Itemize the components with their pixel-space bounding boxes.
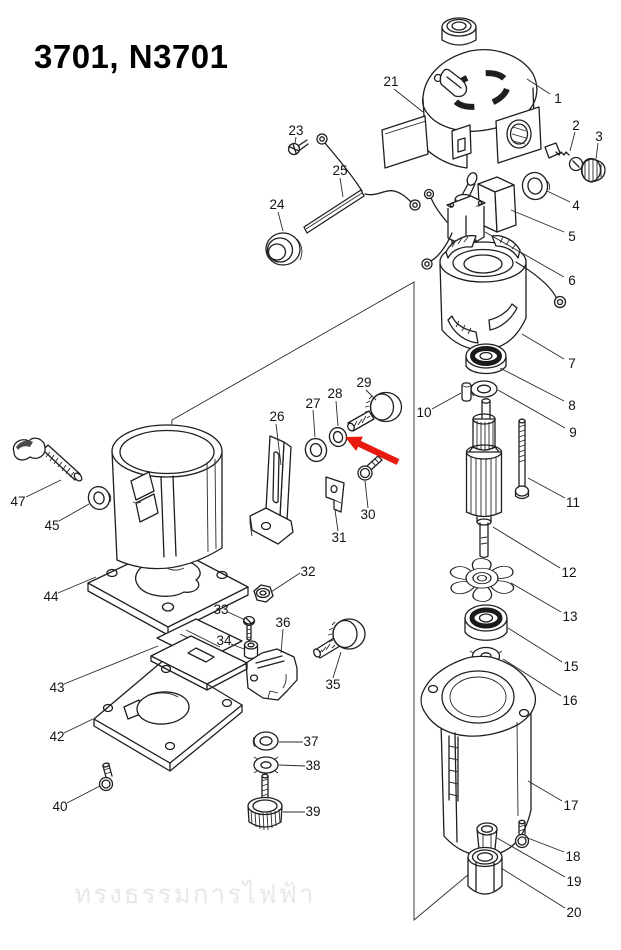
part-label-25: 25 xyxy=(332,163,347,178)
part-27-washer xyxy=(304,437,328,463)
part-label-19: 19 xyxy=(566,874,581,889)
part-label-4: 4 xyxy=(572,198,580,213)
part-label-17: 17 xyxy=(563,798,578,813)
part-32-nut xyxy=(253,584,274,603)
part-5-brush-holder xyxy=(477,176,517,233)
part-33-screw xyxy=(242,615,256,641)
part-28-wave-washer xyxy=(328,426,348,448)
part-10-pin xyxy=(461,382,472,402)
part-label-31: 31 xyxy=(331,530,346,545)
part-45-washer xyxy=(87,485,112,511)
part-18-screw xyxy=(514,819,530,849)
part-7-field xyxy=(439,234,567,351)
highlight-arrow xyxy=(345,436,400,465)
part-29-thumb-screw xyxy=(347,391,403,432)
part-25-cord-assembly xyxy=(303,133,453,270)
part-38-wave-washer xyxy=(253,756,279,774)
part-1-cap xyxy=(441,17,477,46)
part-label-13: 13 xyxy=(562,609,577,624)
part-42-base-protector xyxy=(93,658,243,772)
part-36-clamp xyxy=(245,648,298,701)
part-2-carbon-brush xyxy=(544,142,584,172)
part-43-straight-guide xyxy=(150,618,248,691)
part-label-42: 42 xyxy=(49,729,64,744)
part-label-1: 1 xyxy=(554,91,562,106)
part-24-cap xyxy=(265,232,303,266)
part-label-29: 29 xyxy=(356,375,371,390)
part-label-3: 3 xyxy=(595,129,603,144)
part-26-guide-holder xyxy=(249,435,294,545)
part-label-38: 38 xyxy=(305,758,320,773)
part-label-32: 32 xyxy=(300,564,315,579)
part-30-screw xyxy=(357,455,383,481)
part-label-7: 7 xyxy=(568,356,576,371)
part-11-screw xyxy=(514,418,530,500)
part-17-motor-housing-body xyxy=(420,655,537,857)
part-label-39: 39 xyxy=(305,804,320,819)
part-37-washer xyxy=(252,731,279,751)
part-13-fan xyxy=(449,558,515,602)
part-label-5: 5 xyxy=(568,229,576,244)
part-label-47: 47 xyxy=(10,494,25,509)
part-23-screw xyxy=(287,139,309,156)
part-47-wing-bolt xyxy=(12,437,83,482)
part-31-plate xyxy=(325,476,345,513)
part-labels: 1 2 3 4 5 6 7 8 9 10 11 12 13 15 16 17 1… xyxy=(10,74,602,920)
part-label-8: 8 xyxy=(568,398,576,413)
part-label-30: 30 xyxy=(360,507,375,522)
part-label-2: 2 xyxy=(572,118,580,133)
part-9-washer xyxy=(470,380,498,398)
part-12-armature xyxy=(465,398,503,559)
part-40-screw xyxy=(98,762,114,792)
part-39-thumb-screw xyxy=(247,773,283,831)
part-label-37: 37 xyxy=(303,734,318,749)
part-label-12: 12 xyxy=(561,565,576,580)
part-20-collet-nut xyxy=(467,846,503,895)
part-label-40: 40 xyxy=(52,799,67,814)
part-label-36: 36 xyxy=(275,615,290,630)
part-label-15: 15 xyxy=(563,659,578,674)
part-label-33: 33 xyxy=(213,602,228,617)
part-8-ball-bearing xyxy=(465,343,507,375)
page-title: 3701, N3701 xyxy=(34,38,229,75)
part-21-name-plate xyxy=(381,115,429,169)
part-label-28: 28 xyxy=(327,386,342,401)
part-34-sleeve xyxy=(243,640,259,660)
part-label-44: 44 xyxy=(43,589,59,604)
part-label-16: 16 xyxy=(562,693,577,708)
part-1-motor-housing xyxy=(422,49,542,169)
part-44-base xyxy=(87,424,249,636)
part-3-brush-holder-cap xyxy=(580,157,606,183)
part-label-9: 9 xyxy=(569,425,577,440)
part-label-43: 43 xyxy=(49,680,64,695)
part-label-10: 10 xyxy=(416,405,431,420)
watermark: ทรงธรรมการไฟฟ้า xyxy=(74,879,316,909)
part-label-11: 11 xyxy=(566,495,580,510)
part-label-27: 27 xyxy=(305,396,320,411)
part-label-18: 18 xyxy=(565,849,580,864)
part-label-20: 20 xyxy=(566,905,581,920)
part-label-34: 34 xyxy=(216,633,232,648)
part-label-6: 6 xyxy=(568,273,576,288)
part-label-21: 21 xyxy=(383,74,398,89)
part-35-thumb-screw xyxy=(313,618,366,659)
part-label-45: 45 xyxy=(44,518,59,533)
part-label-35: 35 xyxy=(325,677,340,692)
part-4-ring xyxy=(521,171,551,201)
part-label-26: 26 xyxy=(269,409,284,424)
part-label-24: 24 xyxy=(269,197,285,212)
part-label-23: 23 xyxy=(288,123,303,138)
part-15-ball-bearing xyxy=(464,604,508,641)
leader-lines xyxy=(25,78,599,909)
